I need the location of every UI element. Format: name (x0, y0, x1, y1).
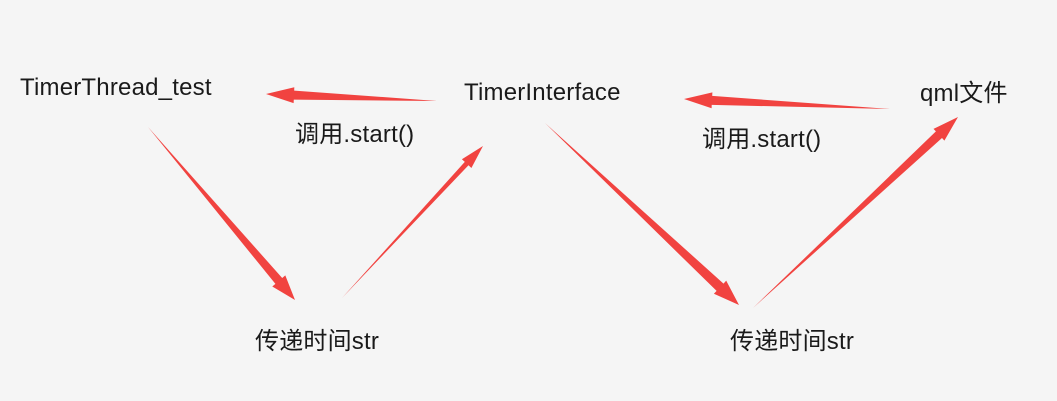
label-pass-time-str-left: 传递时间str (255, 328, 380, 355)
arrow-timerthread-to-pass-time-left (148, 127, 295, 300)
arrow-timerinterface-to-pass-time-right (545, 123, 739, 305)
label-call-start-right: 调用.start() (702, 126, 822, 153)
label-call-start-left: 调用.start() (295, 121, 415, 148)
arrow-pass-time-left-to-timerinterface (342, 146, 483, 298)
arrow-timerinterface-to-timerthread (266, 87, 437, 104)
arrow-qml-to-timerinterface (684, 92, 890, 109)
node-timer-interface: TimerInterface (464, 79, 621, 106)
label-pass-time-str-right: 传递时间str (730, 328, 855, 355)
arrow-pass-time-right-to-qml (753, 117, 958, 308)
node-timer-thread-test: TimerThread_test (20, 74, 212, 101)
node-qml-file: qml文件 (920, 80, 1008, 107)
